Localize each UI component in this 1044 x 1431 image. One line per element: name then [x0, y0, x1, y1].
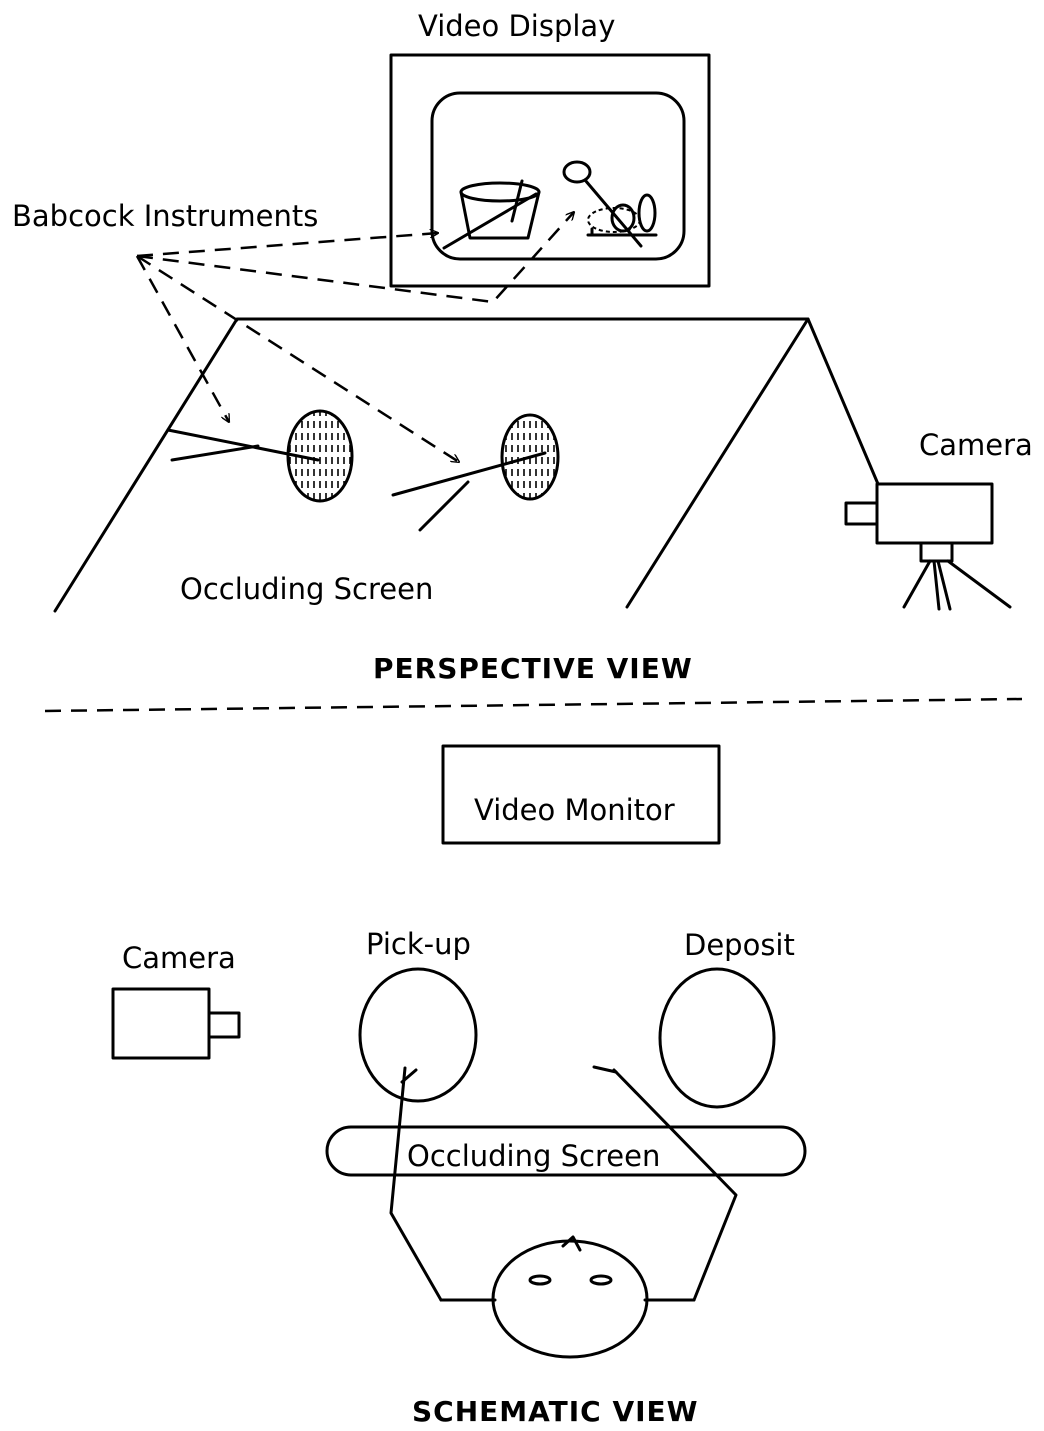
video-display-content	[442, 160, 658, 250]
occluding-screen-bar	[325, 1125, 807, 1177]
arrow-to-display-bucket	[136, 233, 438, 258]
instrument-in-bucket	[442, 192, 538, 250]
video-display-label: Video Display	[418, 9, 615, 43]
video-monitor-label: Video Monitor	[474, 793, 675, 827]
left-instrument	[166, 428, 320, 462]
camera-icon-perspective	[844, 482, 1012, 611]
occluding-screen-label-perspective: Occluding Screen	[180, 572, 433, 606]
right-arm	[592, 1065, 738, 1302]
schematic-view: Video Monitor Camera Pick-up Deposit Occ…	[111, 744, 807, 1428]
subject-head-icon	[491, 1235, 649, 1359]
deposit-label: Deposit	[684, 928, 795, 962]
bucket-rim	[459, 181, 541, 203]
camera-label-perspective: Camera	[919, 428, 1033, 462]
occluding-screen-tent	[53, 317, 810, 613]
camera-icon-schematic	[111, 987, 241, 1060]
pickup-label: Pick-up	[366, 927, 471, 961]
video-display-screen	[430, 91, 686, 261]
video-display-frame	[389, 53, 711, 288]
target-ring-icon	[562, 160, 592, 184]
camera-label-schematic: Camera	[122, 941, 236, 975]
deposit-circle	[658, 967, 776, 1109]
pickup-circle	[358, 967, 478, 1103]
section-divider	[44, 697, 1023, 713]
arrow-to-display-target	[136, 212, 574, 304]
babcock-instruments-label: Babcock Instruments	[12, 199, 318, 233]
nose-icon	[561, 1235, 582, 1252]
perspective-view-title: PERSPECTIVE VIEW	[373, 652, 693, 685]
camera-cable	[806, 317, 880, 486]
right-instrument	[391, 451, 547, 532]
schematic-view-title: SCHEMATIC VIEW	[412, 1395, 699, 1428]
babcock-arrows	[135, 212, 574, 462]
arrow-to-right-instrument	[136, 254, 459, 462]
bucket-icon	[459, 190, 541, 240]
perspective-view: Video Display Babcock Instruments	[12, 9, 1033, 685]
occluding-screen-label-schematic: Occluding Screen	[407, 1139, 660, 1173]
arrow-to-left-instrument	[135, 255, 229, 422]
left-target-hole	[286, 409, 354, 503]
video-monitor-box	[441, 744, 721, 845]
left-arm	[389, 1066, 443, 1302]
